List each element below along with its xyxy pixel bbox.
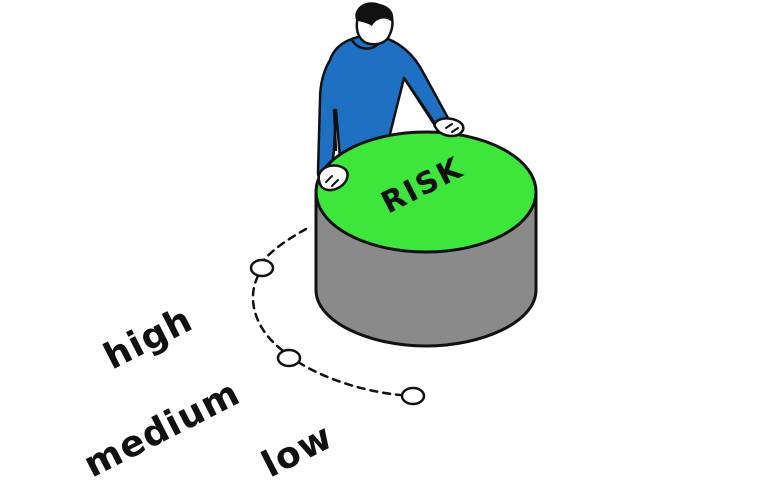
left-hand-icon (317, 164, 349, 192)
dashed-connector (260, 227, 308, 264)
level-node-medium-icon (276, 348, 302, 368)
dial-top (314, 130, 538, 254)
dashed-connector (251, 274, 284, 352)
level-label-high: high (97, 299, 199, 378)
level-node-high-icon (249, 258, 275, 278)
level-path (249, 227, 426, 406)
level-label-medium: medium (77, 373, 246, 486)
level-labels: high medium low (77, 299, 339, 486)
hair-icon (355, 2, 394, 26)
person-head (355, 2, 394, 46)
risk-dial: RISK (314, 130, 538, 348)
dashed-connector (296, 360, 402, 397)
level-node-low-icon (400, 386, 426, 406)
level-label-low: low (255, 416, 339, 486)
person-hands (317, 117, 465, 192)
